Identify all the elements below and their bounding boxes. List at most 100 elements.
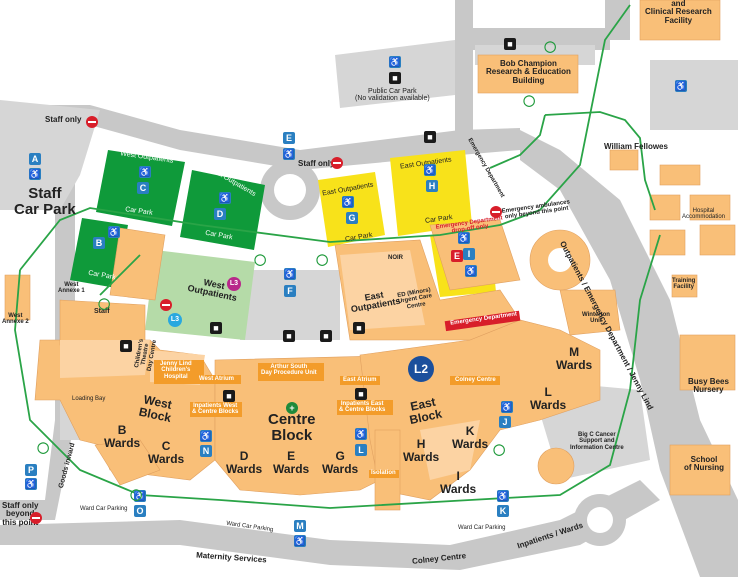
william-fellowes-label: William Fellowes xyxy=(604,142,668,151)
wheelchair-icon: ♿ xyxy=(284,268,296,280)
bus-icon: ■ xyxy=(283,330,295,342)
bicycle-icon: ◯ xyxy=(544,41,557,53)
colney-centre-label: Colney Centre xyxy=(455,377,496,383)
text-line: D xyxy=(239,449,249,463)
big-c-label: Big C Cancer Support and Information Cen… xyxy=(570,432,624,451)
car-icon: ■ xyxy=(389,72,401,84)
restaurant-icon: ■ xyxy=(210,322,222,334)
arthur-south-label: Arthur South Day Procedure Unit xyxy=(261,364,317,377)
text-line: Annexe 2 xyxy=(2,319,29,326)
text-line: Busy Bees xyxy=(688,377,729,386)
wheelchair-icon: ♿ xyxy=(200,430,212,442)
car-park-m-icon: M xyxy=(294,520,306,532)
text-line: K xyxy=(465,424,475,438)
wheelchair-icon: ♿ xyxy=(497,490,509,502)
wheelchair-icon: ♿ xyxy=(219,192,231,204)
wheelchair-icon: ♿ xyxy=(424,164,436,176)
text-line: Nursery xyxy=(693,385,724,395)
text-line: West xyxy=(64,282,79,288)
bicycle-icon: ◯ xyxy=(523,95,536,107)
text-line: Wards xyxy=(403,449,440,464)
training-facility-label: Training Facility xyxy=(672,278,695,291)
text-line: Hospital xyxy=(164,373,188,380)
text-line: Support and xyxy=(579,438,615,445)
east-atrium-label: East Atrium xyxy=(343,377,377,383)
h-wards-label: H Wards xyxy=(403,438,439,463)
text-line: this point xyxy=(2,517,39,527)
car-park-g-icon: G xyxy=(346,212,358,224)
text-line: Wards xyxy=(440,481,477,496)
text-line: Clinical Research xyxy=(645,7,712,17)
car-park-h-icon: H xyxy=(426,180,438,192)
wheelchair-icon: ♿ xyxy=(355,428,367,440)
staff-only-mid-label: Staff only xyxy=(298,159,335,168)
car-park-a-icon: A xyxy=(29,153,41,165)
text-line: Jenny Lind xyxy=(160,361,192,367)
jenny-lind-label: Jenny Lind Children's Hospital xyxy=(160,361,192,380)
emergency-icon: E xyxy=(451,250,463,262)
text-line: beyond xyxy=(6,509,35,519)
isolation-label: Isolation xyxy=(371,470,396,476)
car-park-k-icon: K xyxy=(497,505,509,517)
text-line: Bob Champion xyxy=(500,59,557,68)
l-wards-label: L Wards xyxy=(530,386,566,411)
restaurant-icon: ■ xyxy=(223,390,235,402)
text-line: Wards xyxy=(148,451,185,466)
staff-car-park-label: Staff Car Park xyxy=(14,186,76,218)
text-line: L xyxy=(544,385,552,399)
staff-only-beyond-label: Staff only beyond this point xyxy=(2,501,39,527)
wheelchair-icon: ♿ xyxy=(389,56,401,68)
text-line: Big C Cancer xyxy=(577,432,616,438)
l3-zone-badge: L3 xyxy=(168,313,182,327)
no-entry-icon xyxy=(490,206,502,218)
text-line: Children's xyxy=(161,367,191,374)
g-wards-label: G Wards xyxy=(322,450,358,475)
text-line: Staff only xyxy=(2,501,39,510)
ward-car-parking-label: Ward Car Parking xyxy=(458,525,506,531)
text-line: Wards xyxy=(556,357,593,372)
green-routes xyxy=(14,4,661,509)
k-wards-label: K Wards xyxy=(452,425,488,450)
car-park-n-icon: N xyxy=(200,445,212,457)
wheelchair-icon: ♿ xyxy=(283,148,295,160)
school-nursing-label: School of Nursing xyxy=(684,455,724,473)
label-boxes xyxy=(154,360,500,478)
restaurant-icon: ■ xyxy=(355,388,367,400)
car-park-b-icon: B xyxy=(93,237,105,249)
text-line: Information Centre xyxy=(570,444,624,451)
wheelchair-icon: ♿ xyxy=(458,232,470,244)
inpatients-east-label: Inpatients East & Centre Blocks xyxy=(339,401,385,414)
d-wards-label: D Wards xyxy=(226,450,262,475)
wheelchair-icon: ♿ xyxy=(134,490,146,502)
car-park-e-icon: E xyxy=(283,132,295,144)
west-annexe-2-label: West Annexe 2 xyxy=(2,313,29,326)
staff-small-label: Staff xyxy=(94,308,110,315)
b-wards-label: B Wards xyxy=(104,424,140,449)
wheelchair-icon: ♿ xyxy=(108,226,120,238)
text-line: School xyxy=(690,455,718,464)
loading-bay-label: Loading Bay xyxy=(72,396,106,402)
text-line: & Centre Blocks xyxy=(192,409,239,416)
text-line: C xyxy=(161,439,171,453)
car-park-d-icon: D xyxy=(214,208,226,220)
west-atrium-label: West Atrium xyxy=(199,376,235,382)
restaurant-icon: ■ xyxy=(353,322,365,334)
text-line: Inpatients West xyxy=(193,403,238,409)
text-line: Research & Education xyxy=(486,67,571,77)
text-line: Facility xyxy=(673,284,695,291)
text-line: Annexe 1 xyxy=(58,288,85,295)
public-car-park-label: Public Car Park (No validation available… xyxy=(355,88,430,103)
wheelchair-icon: ♿ xyxy=(501,401,513,413)
wheelchair-icon: ♿ xyxy=(139,166,151,178)
text-line: Staff xyxy=(28,185,62,202)
inpatients-west-label: Inpatients West & Centre Blocks xyxy=(192,403,238,416)
text-line: Accommodation xyxy=(682,214,726,221)
text-line: Facility xyxy=(664,15,693,25)
text-line: Day Procedure Unit xyxy=(261,370,317,377)
text-line: Wards xyxy=(104,435,141,450)
text-line: Building xyxy=(512,75,545,85)
text-line: I xyxy=(456,469,460,483)
text-line: Wards xyxy=(273,461,310,476)
car-park-f-icon: F xyxy=(284,285,296,297)
